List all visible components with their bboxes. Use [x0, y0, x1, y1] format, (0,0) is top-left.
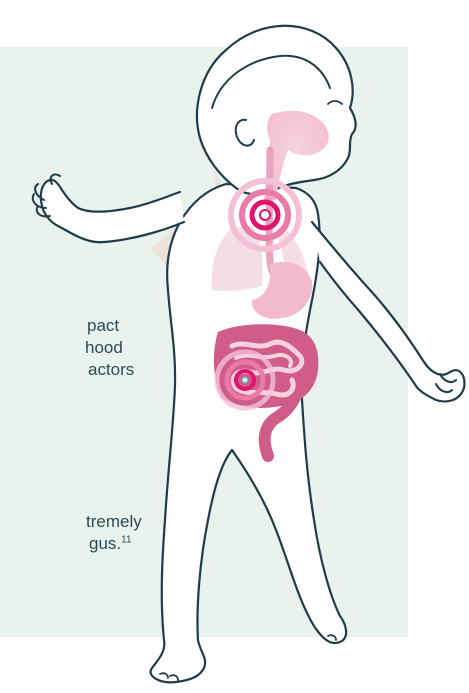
target-ring-icon	[231, 181, 299, 249]
target-ring-icon	[217, 352, 273, 408]
